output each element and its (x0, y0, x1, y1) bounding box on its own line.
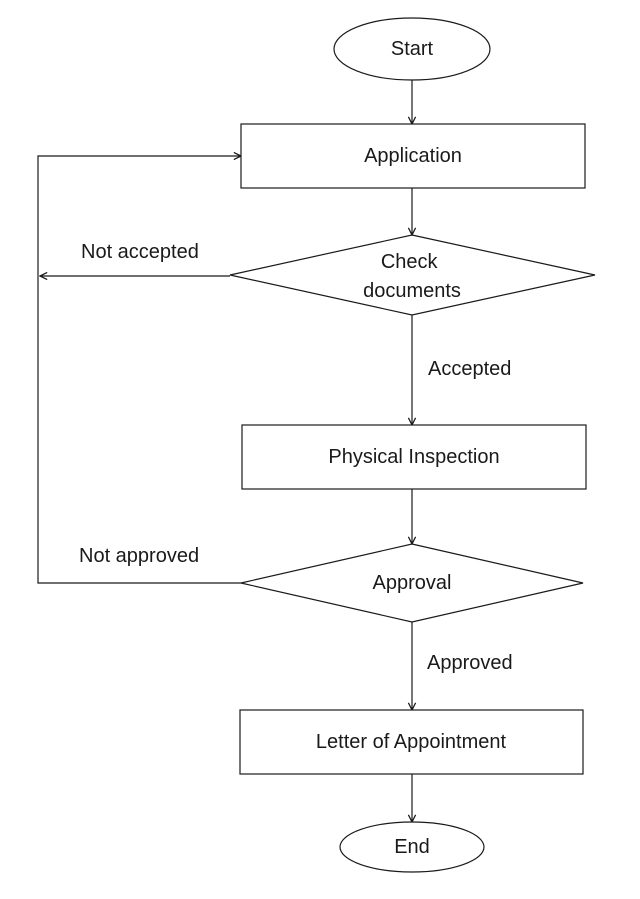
check-documents-label-line-1: Check (381, 251, 439, 273)
node-start: Start (333, 17, 491, 81)
approval-decision-diamond (240, 543, 584, 623)
node-physical-inspection: Physical Inspection (241, 424, 587, 490)
end-terminator-shape (339, 821, 485, 873)
edge-label-approved: Approved (427, 652, 513, 674)
edge-label-not-approved: Not approved (79, 545, 199, 567)
node-end: End (339, 821, 485, 873)
node-approval: Approval (240, 543, 584, 623)
physical-inspection-process-box (241, 424, 587, 490)
letter-of-appointment-label: Letter of Appointment (316, 731, 507, 753)
edge-label-not-accepted: Not accepted (81, 241, 199, 263)
node-letter-of-appointment: Letter of Appointment (239, 709, 584, 775)
edge-label-accepted: Accepted (428, 358, 511, 380)
check-documents-label: Check documents (363, 251, 461, 302)
approval-label: Approval (373, 572, 452, 594)
node-check-documents: Check documents (229, 234, 596, 316)
application-process-box (240, 123, 586, 189)
check-documents-label-line-2: documents (363, 280, 461, 302)
end-label: End (394, 836, 430, 858)
start-terminator-shape (333, 17, 491, 81)
physical-inspection-label: Physical Inspection (328, 446, 499, 468)
application-label: Application (364, 145, 462, 167)
letter-of-appointment-process-box (239, 709, 584, 775)
check-documents-decision-diamond (229, 234, 596, 316)
edge-approval-not-approved-loop (37, 156, 241, 584)
start-label: Start (391, 38, 434, 60)
node-application: Application (240, 123, 586, 189)
